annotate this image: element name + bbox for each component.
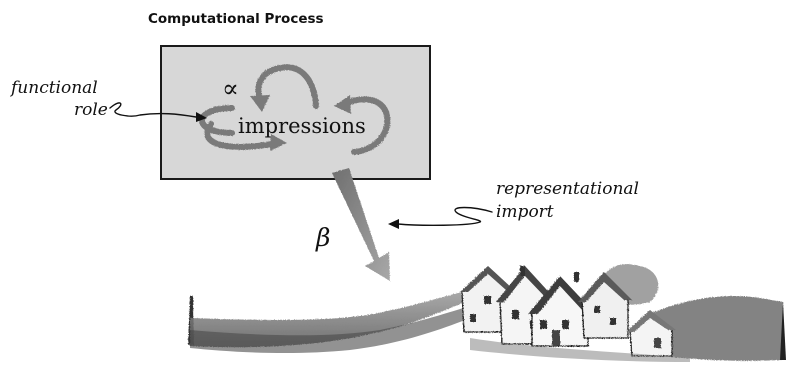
beta-symbol: β (315, 223, 330, 252)
world-landscape (188, 264, 786, 362)
feedback-loop-arrows (199, 64, 391, 155)
representational-import-pointer (388, 206, 493, 229)
functional-role-label-line1: functional (9, 78, 98, 98)
representational-import-label-line1: representational (496, 179, 639, 199)
top-loop-arrow (255, 64, 319, 109)
representational-import-label-line2: import (496, 202, 554, 222)
top-loop-arrowhead (250, 95, 270, 112)
functional-role-pointer (109, 102, 207, 122)
right-loop-arrowhead (334, 95, 351, 114)
left-loop-arrowhead (270, 134, 287, 151)
alpha-symbol: ∝ (222, 74, 239, 103)
right-loop-arrow (342, 96, 391, 155)
village (460, 266, 676, 357)
diagram-title: Computational Process (148, 11, 324, 27)
functional-role-label-line2: role (74, 100, 108, 120)
representational-import-arrow (332, 168, 390, 281)
left-loop-arrow (199, 105, 281, 150)
impressions-label: impressions (238, 114, 366, 138)
